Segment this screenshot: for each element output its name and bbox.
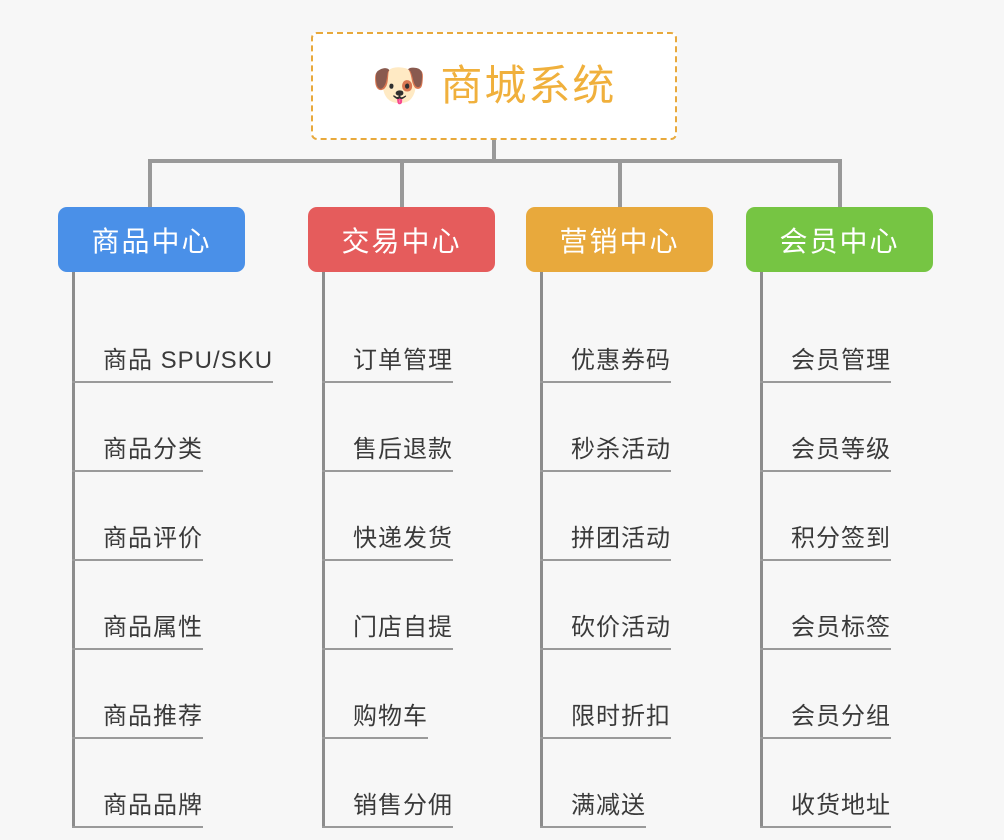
branch-spine [322, 272, 325, 828]
list-item[interactable]: 收货地址 [746, 739, 933, 828]
leaf-rule [322, 737, 353, 739]
leaf-rule [322, 559, 353, 561]
leaf-list-trade-center: 订单管理 售后退款 快递发货 门店自提 购物车 销售分佣 [308, 272, 495, 828]
branch-trade-center: 交易中心 订单管理 售后退款 快递发货 门店自提 购物车 [308, 207, 495, 828]
connector-drop-4 [838, 159, 842, 207]
leaf-label: 积分签到 [791, 525, 891, 561]
branch-header-member-center[interactable]: 会员中心 [746, 207, 933, 272]
list-item[interactable]: 商品分类 [58, 383, 273, 472]
list-item[interactable]: 快递发货 [308, 472, 495, 561]
leaf-label: 购物车 [353, 703, 428, 739]
leaf-label: 商品推荐 [103, 703, 203, 739]
leaf-label: 拼团活动 [571, 525, 671, 561]
root-title: 商城系统 [440, 62, 617, 109]
connector-bus [148, 159, 842, 163]
leaf-label: 收货地址 [791, 792, 891, 828]
connector-drop-1 [148, 159, 152, 207]
leaf-label: 优惠券码 [571, 347, 671, 383]
list-item[interactable]: 销售分佣 [308, 739, 495, 828]
leaf-list-product-center: 商品 SPU/SKU 商品分类 商品评价 商品属性 商品推荐 商品品牌 [58, 272, 274, 828]
branch-product-center: 商品中心 商品 SPU/SKU 商品分类 商品评价 商品属性 商品推荐 [58, 207, 274, 828]
leaf-rule [540, 737, 571, 739]
list-item[interactable]: 商品评价 [58, 472, 273, 561]
leaf-rule [72, 737, 103, 739]
branch-spine [72, 272, 75, 828]
leaf-rule [760, 737, 791, 739]
leaf-label: 订单管理 [353, 347, 453, 383]
leaf-label: 会员标签 [791, 614, 891, 650]
leaf-rule [540, 381, 571, 383]
list-item[interactable]: 商品 SPU/SKU [58, 294, 274, 383]
leaf-label: 快递发货 [353, 525, 453, 561]
leaf-rule [72, 826, 103, 828]
leaf-rule [72, 559, 103, 561]
leaf-rule [540, 826, 571, 828]
leaf-rule [322, 826, 353, 828]
list-item[interactable]: 会员等级 [746, 383, 933, 472]
list-item[interactable]: 订单管理 [308, 294, 495, 383]
leaf-label: 秒杀活动 [571, 436, 671, 472]
leaf-label: 砍价活动 [571, 614, 671, 650]
connector-drop-3 [618, 159, 622, 207]
leaf-list-member-center: 会员管理 会员等级 积分签到 会员标签 会员分组 收货地址 [746, 272, 933, 828]
branch-spine [760, 272, 763, 828]
leaf-rule [72, 381, 103, 383]
list-item[interactable]: 限时折扣 [526, 650, 713, 739]
list-item[interactable]: 售后退款 [308, 383, 495, 472]
list-item[interactable]: 优惠券码 [526, 294, 713, 383]
list-item[interactable]: 会员分组 [746, 650, 933, 739]
leaf-rule [760, 470, 791, 472]
branch-spine [540, 272, 543, 828]
leaf-rule [540, 648, 571, 650]
branch-header-trade-center[interactable]: 交易中心 [308, 207, 495, 272]
leaf-label: 商品属性 [103, 614, 203, 650]
leaf-label: 商品评价 [103, 525, 203, 561]
list-item[interactable]: 积分签到 [746, 472, 933, 561]
leaf-rule [760, 648, 791, 650]
branch-header-marketing-center[interactable]: 营销中心 [526, 207, 713, 272]
list-item[interactable]: 门店自提 [308, 561, 495, 650]
list-item[interactable]: 秒杀活动 [526, 383, 713, 472]
branch-marketing-center: 营销中心 优惠券码 秒杀活动 拼团活动 砍价活动 限时折扣 [526, 207, 713, 828]
leaf-rule [760, 826, 791, 828]
leaf-label: 满减送 [571, 792, 646, 828]
list-item[interactable]: 商品品牌 [58, 739, 273, 828]
list-item[interactable]: 满减送 [526, 739, 713, 828]
list-item[interactable]: 购物车 [308, 650, 495, 739]
list-item[interactable]: 砍价活动 [526, 561, 713, 650]
leaf-rule [322, 470, 353, 472]
leaf-label: 商品品牌 [103, 792, 203, 828]
leaf-list-marketing-center: 优惠券码 秒杀活动 拼团活动 砍价活动 限时折扣 满减送 [526, 272, 713, 828]
branch-member-center: 会员中心 会员管理 会员等级 积分签到 会员标签 会员分组 [746, 207, 933, 828]
leaf-label: 会员等级 [791, 436, 891, 472]
leaf-rule [322, 648, 353, 650]
leaf-label: 商品 SPU/SKU [103, 347, 274, 383]
leaf-rule [540, 559, 571, 561]
leaf-rule [760, 559, 791, 561]
connector-drop-2 [400, 159, 404, 207]
list-item[interactable]: 商品属性 [58, 561, 273, 650]
leaf-rule [760, 381, 791, 383]
root-node[interactable]: 🐶 商城系统 [311, 32, 677, 140]
leaf-label: 销售分佣 [353, 792, 453, 828]
branch-header-product-center[interactable]: 商品中心 [58, 207, 245, 272]
list-item[interactable]: 商品推荐 [58, 650, 273, 739]
leaf-label: 门店自提 [353, 614, 453, 650]
shiba-dog-face-icon: 🐶 [371, 61, 427, 110]
leaf-rule [540, 470, 571, 472]
leaf-label: 售后退款 [353, 436, 453, 472]
leaf-rule [72, 470, 103, 472]
list-item[interactable]: 会员管理 [746, 294, 933, 383]
leaf-label: 会员管理 [791, 347, 891, 383]
list-item[interactable]: 会员标签 [746, 561, 933, 650]
leaf-rule [322, 381, 353, 383]
leaf-label: 会员分组 [791, 703, 891, 739]
leaf-rule [72, 648, 103, 650]
leaf-label: 限时折扣 [571, 703, 671, 739]
leaf-label: 商品分类 [103, 436, 203, 472]
list-item[interactable]: 拼团活动 [526, 472, 713, 561]
connector-stem [492, 140, 496, 162]
